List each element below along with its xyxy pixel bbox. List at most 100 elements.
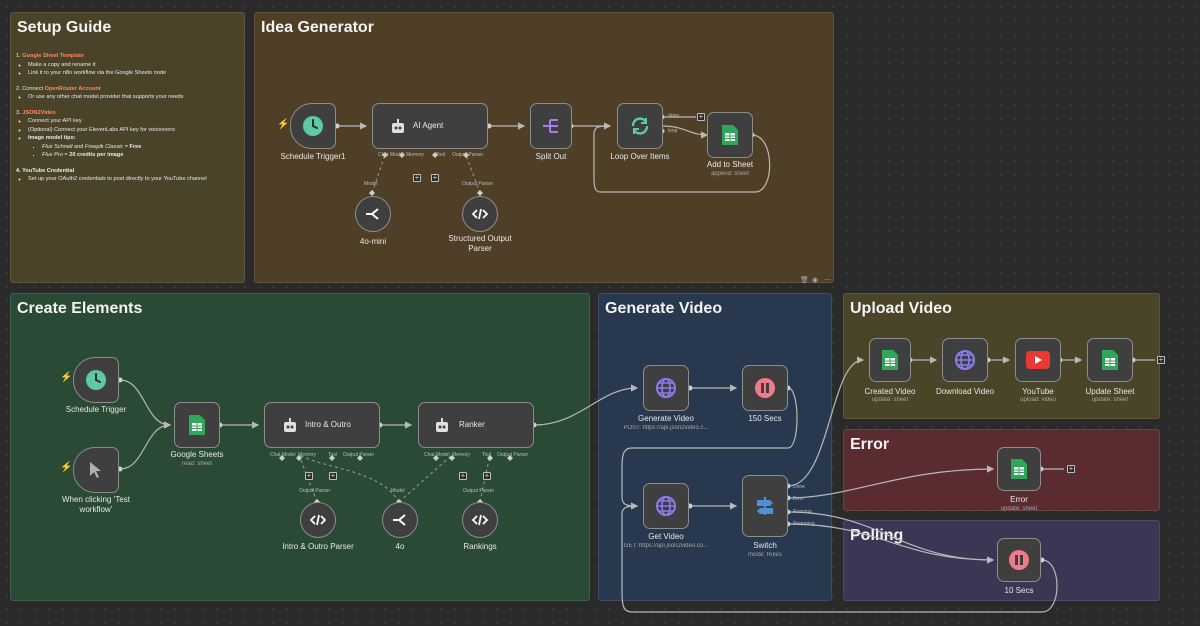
node-youtube[interactable] bbox=[1015, 338, 1061, 382]
node-ai-agent[interactable]: AI Agent bbox=[372, 103, 488, 149]
globe-icon bbox=[943, 339, 987, 381]
port-label-chat-model: Chat Model bbox=[378, 152, 404, 158]
node-label: Get Video bbox=[648, 532, 684, 541]
port-label-memory: Memory bbox=[406, 152, 425, 158]
node-label: Schedule Trigger bbox=[65, 405, 127, 414]
port-label-running: Running bbox=[793, 509, 812, 515]
node-generate-video[interactable] bbox=[643, 365, 689, 411]
node-label: 4o-mini bbox=[359, 237, 387, 246]
node-wait-150-secs[interactable] bbox=[742, 365, 788, 411]
add-node-after-update-button[interactable]: + bbox=[1157, 355, 1165, 364]
trash-icon[interactable]: 🗑 bbox=[800, 277, 809, 284]
add-tool-button[interactable]: + bbox=[431, 173, 439, 182]
port-label-output-parser: Output Parser bbox=[299, 488, 331, 494]
globe-icon bbox=[644, 366, 688, 410]
port-label-tool: Tool bbox=[328, 452, 338, 458]
node-subtitle: update: sheet bbox=[1091, 397, 1129, 403]
port-label-done: Done bbox=[793, 484, 805, 490]
node-openrouter-4o-mini[interactable] bbox=[355, 196, 391, 232]
code-icon bbox=[301, 503, 335, 537]
setup-step-3: 3. JSON2Video Connect your API key (Opti… bbox=[16, 109, 241, 160]
add-memory-button[interactable]: + bbox=[413, 173, 421, 182]
palette-icon[interactable]: ◉ bbox=[812, 277, 819, 284]
node-created-video[interactable] bbox=[869, 338, 911, 382]
add-node-after-error-button[interactable]: + bbox=[1067, 464, 1075, 473]
node-subtitle: POST: https://api.json2video.c... bbox=[623, 425, 709, 431]
port-label-done: done bbox=[668, 113, 680, 119]
port-label-output-parser: Output Parser bbox=[463, 488, 495, 494]
openrouter-icon bbox=[356, 197, 390, 231]
node-rankings[interactable] bbox=[462, 502, 498, 538]
node-label: Rankings bbox=[463, 542, 497, 551]
node-download-video[interactable] bbox=[942, 338, 988, 382]
add-tool-button[interactable]: + bbox=[329, 471, 337, 480]
google-sheets-icon bbox=[998, 448, 1040, 490]
json2video-link[interactable]: JSON2Video bbox=[22, 109, 56, 116]
node-google-sheets[interactable] bbox=[174, 402, 220, 448]
node-intro-outro-parser[interactable] bbox=[300, 502, 336, 538]
node-loop-over-items[interactable] bbox=[617, 103, 663, 149]
robot-icon bbox=[281, 417, 299, 440]
group-title: Create Elements bbox=[17, 300, 143, 317]
port-label-preparing: Preparing bbox=[793, 521, 815, 527]
node-subtitle: update: sheet bbox=[1000, 506, 1038, 512]
group-title: Idea Generator bbox=[261, 19, 374, 36]
port-label-memory: Memory bbox=[298, 452, 317, 458]
node-label: 10 Secs bbox=[1004, 586, 1034, 595]
node-wait-10-secs[interactable] bbox=[997, 538, 1041, 582]
openrouter-icon bbox=[383, 503, 417, 537]
port-label-model: Model bbox=[364, 181, 378, 187]
more-icon[interactable]: ⋯ bbox=[824, 277, 831, 284]
node-intro-outro[interactable]: Intro & Outro bbox=[264, 402, 380, 448]
port-label-chat-model: Chat Model bbox=[270, 452, 296, 458]
google-sheets-icon bbox=[175, 403, 219, 447]
node-switch[interactable] bbox=[742, 475, 788, 537]
add-memory-button[interactable]: + bbox=[459, 471, 467, 480]
code-icon bbox=[463, 503, 497, 537]
group-title: Error bbox=[850, 436, 890, 453]
node-schedule-trigger1[interactable] bbox=[290, 103, 336, 149]
clock-icon bbox=[291, 104, 335, 148]
node-openrouter-4o[interactable] bbox=[382, 502, 418, 538]
node-split-out[interactable] bbox=[530, 103, 572, 149]
port-label-output-parser: Output Parser bbox=[452, 152, 484, 158]
node-subtitle: GET: https://api.json2video.co... bbox=[623, 543, 709, 549]
openrouter-link[interactable]: OpenRouter Account bbox=[44, 85, 101, 92]
group-setup-guide[interactable]: Setup Guide bbox=[10, 12, 245, 283]
node-label: Generate Video bbox=[638, 414, 694, 423]
node-subtitle: update: sheet bbox=[871, 397, 909, 403]
group-title: Polling bbox=[850, 527, 904, 544]
node-label: YouTube bbox=[1022, 387, 1054, 396]
node-error[interactable] bbox=[997, 447, 1041, 491]
port-label-memory: Memory bbox=[452, 452, 471, 458]
node-label: Switch bbox=[753, 541, 777, 550]
split-out-icon bbox=[531, 104, 571, 148]
node-update-sheet[interactable] bbox=[1087, 338, 1133, 382]
globe-icon bbox=[644, 484, 688, 528]
port-label-tool: Tool bbox=[436, 152, 446, 158]
node-schedule-trigger[interactable] bbox=[73, 357, 119, 403]
node-ranker[interactable]: Ranker bbox=[418, 402, 534, 448]
youtube-icon bbox=[1016, 339, 1060, 381]
google-sheet-template-link[interactable]: Google Sheet Template bbox=[22, 53, 84, 59]
node-label: Split Out bbox=[535, 152, 567, 161]
node-label: AI Agent bbox=[413, 121, 444, 130]
port-label-output-parser: Output Parser bbox=[497, 452, 529, 458]
add-memory-button[interactable]: + bbox=[305, 471, 313, 480]
trigger-bolt-icon: ⚡ bbox=[277, 119, 290, 130]
group-title: Setup Guide bbox=[17, 19, 112, 36]
google-sheets-icon bbox=[1088, 339, 1132, 381]
node-add-to-sheet[interactable] bbox=[707, 112, 753, 158]
node-structured-output-parser[interactable] bbox=[462, 196, 498, 232]
node-get-video[interactable] bbox=[643, 483, 689, 529]
switch-icon bbox=[743, 476, 787, 536]
port-label-error: Error bbox=[793, 496, 805, 502]
pause-icon bbox=[998, 539, 1040, 581]
add-node-after-done-button[interactable]: + bbox=[697, 112, 705, 121]
setup-step-4: 4. YouTube Credential Set up your OAuth2… bbox=[16, 167, 241, 184]
node-manual-trigger[interactable] bbox=[73, 447, 119, 493]
port-label-chat-model: Chat Model bbox=[424, 452, 450, 458]
add-tool-button[interactable]: + bbox=[483, 471, 491, 480]
port-label-output-parser: Output Parser bbox=[343, 452, 375, 458]
port-label-loop: loop bbox=[668, 128, 678, 134]
